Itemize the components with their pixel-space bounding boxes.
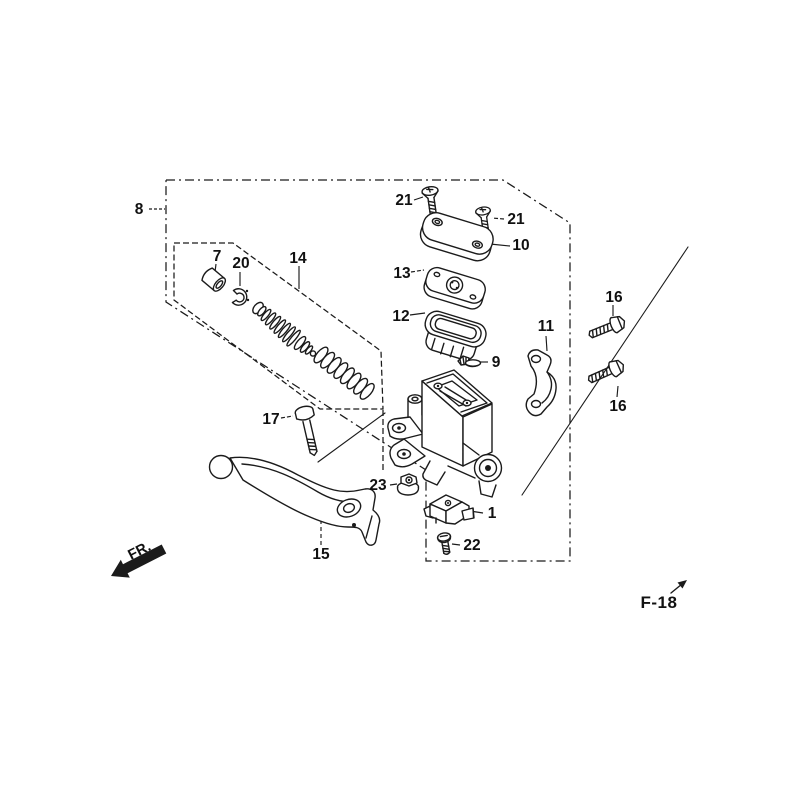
reference-line-upper-right: [521, 246, 689, 496]
front-direction-arrow: FR.: [111, 539, 167, 578]
part-15-brake-lever: [208, 454, 381, 546]
subassembly-boundary-box: [173, 242, 384, 410]
callout-9: 9: [492, 354, 501, 371]
master-cylinder-body: [387, 369, 503, 498]
part-7-bushing: [201, 267, 227, 292]
callout-1: 1: [488, 505, 497, 522]
callout-15: 15: [312, 546, 330, 563]
figure-code-label: F-18: [641, 593, 678, 612]
part-14-piston-assembly: [252, 301, 375, 400]
callout-10: 10: [512, 237, 529, 254]
callout-13: 13: [393, 265, 411, 282]
callout-21-left: 21: [395, 192, 413, 209]
callout-21-right: 21: [507, 211, 525, 228]
part-13-diaphragm-plate: [423, 266, 486, 310]
part-22-screw: [436, 532, 452, 555]
callout-14: 14: [289, 250, 307, 267]
part-23-pivot-nut: [396, 473, 420, 496]
reference-line-lever-pivot: [317, 412, 386, 463]
callout-12: 12: [392, 308, 409, 325]
front-arrow-icon: [111, 544, 167, 578]
part-16-bolt-lower: [587, 359, 625, 384]
callout-23: 23: [369, 477, 387, 494]
part-12-diaphragm: [424, 310, 487, 361]
part-16-bolt-upper: [588, 315, 626, 339]
part-17-pivot-bolt: [294, 405, 318, 457]
callout-11: 11: [538, 318, 555, 335]
figure-code-group: F-18: [641, 580, 687, 612]
part-9-set-plate: [457, 355, 482, 368]
part-11-handlebar-clamp: [525, 349, 557, 417]
assembly-boundary-box: [165, 179, 571, 562]
part-14-spring: [313, 346, 375, 400]
callout-7: 7: [213, 248, 222, 265]
part-1-brake-switch: [423, 494, 475, 525]
callout-16-lower: 16: [609, 398, 627, 415]
callout-22: 22: [463, 537, 480, 554]
part-10-reservoir-cover: [419, 212, 494, 262]
callout-20: 20: [232, 255, 249, 272]
callout-8: 8: [135, 201, 144, 218]
part-21-screw-a: [421, 185, 439, 218]
part-21-screw-b: [475, 206, 492, 236]
callout-17: 17: [262, 411, 279, 428]
callout-16-upper: 16: [605, 289, 623, 306]
callout-labels: 8 7 20 14 21 21 10 13 12 9 11 16 16 17 2…: [135, 192, 627, 563]
part-20-circlip: [231, 288, 250, 306]
